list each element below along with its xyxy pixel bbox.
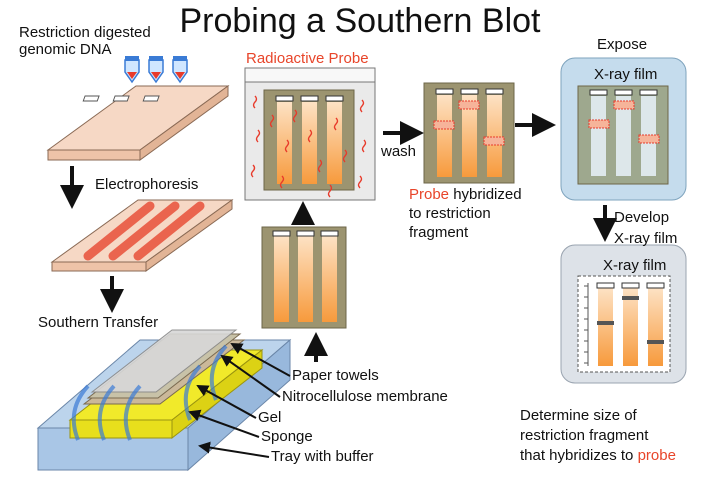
develop-line1: Develop — [614, 209, 670, 226]
determine-line3: that hybridizes to — [520, 447, 638, 464]
determine-line2: restriction fragment — [520, 427, 649, 444]
transferred-membrane — [261, 226, 347, 329]
film-cassette-developed — [560, 244, 687, 384]
layer-label-tray: Tray with buffer — [271, 448, 374, 465]
gel-slab-electrophoresis — [50, 199, 234, 272]
probe-incubation-box — [244, 67, 376, 201]
expose-label: Expose — [597, 36, 648, 53]
hybrid-line1-rest: hybridized — [449, 186, 522, 203]
page-title: Probing a Southern Blot — [179, 2, 541, 40]
layer-label-paper-towels: Paper towels — [292, 367, 379, 384]
probe-word: Probe — [409, 186, 450, 203]
determine-size-label: Determine size of restriction fragment t… — [520, 406, 676, 466]
film-cassette-exposure — [560, 57, 687, 201]
dna-tubes — [124, 56, 188, 84]
layer-label-nitrocellulose: Nitrocellulose membrane — [282, 388, 448, 405]
washed-membrane — [423, 82, 515, 184]
hybrid-line2: to restriction — [409, 205, 491, 222]
hybridized-label: Probe hybridized to restriction fragment — [409, 185, 522, 242]
hybrid-line3: fragment — [409, 224, 469, 241]
radioactive-probe-label: Radioactive Probe — [246, 50, 369, 67]
determine-line1: Determine size of — [520, 407, 637, 424]
layer-label-gel: Gel — [258, 409, 282, 426]
gel-slab-loaded — [46, 85, 230, 161]
layer-label-sponge: Sponge — [261, 428, 313, 445]
xray-film-label-2: X-ray film — [603, 257, 667, 274]
transfer-apparatus — [36, 329, 292, 472]
layer-pointer-lines — [188, 343, 291, 458]
electrophoresis-label: Electrophoresis — [95, 176, 199, 193]
digested-dna-line1: Restriction digested — [19, 24, 151, 41]
xray-film-label-1: X-ray film — [594, 66, 658, 83]
southern-transfer-label: Southern Transfer — [38, 314, 159, 331]
digested-dna-line2: genomic DNA — [19, 41, 112, 58]
determine-probe-word: probe — [637, 447, 676, 464]
wash-label: wash — [381, 143, 417, 160]
develop-label: Develop X-ray film — [614, 207, 677, 249]
digested-dna-label: Restriction digested genomic DNA — [19, 24, 151, 58]
develop-line2: X-ray film — [614, 230, 678, 247]
